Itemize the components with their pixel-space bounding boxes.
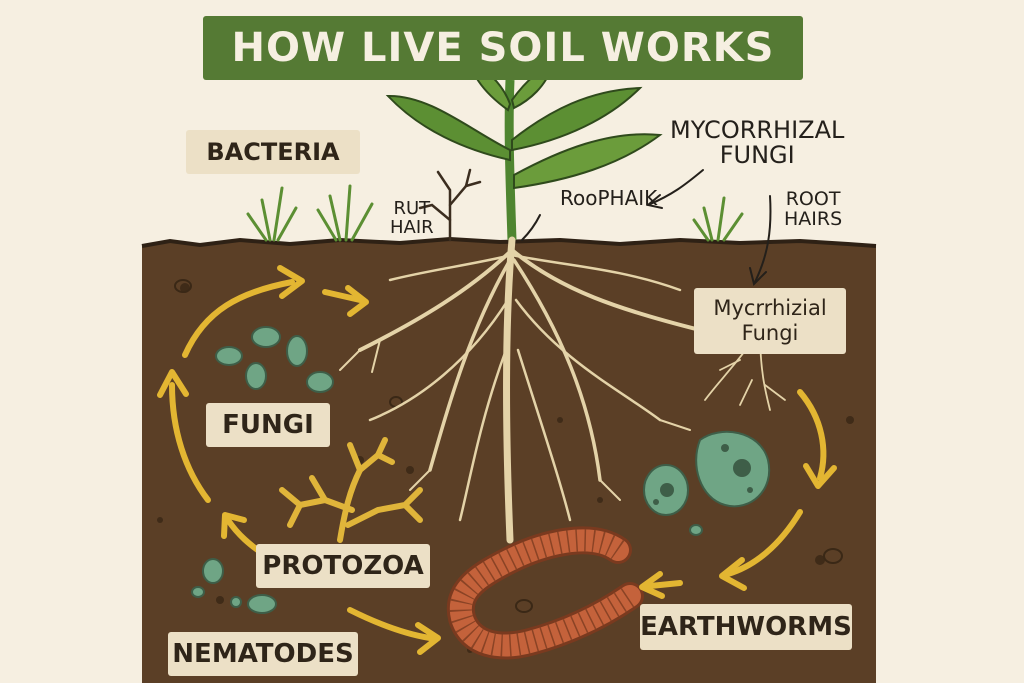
annotation-mycorrhizal-line1: MYCORRHIZAL	[670, 116, 845, 144]
diagram-title: HOW LIVE SOIL WORKS	[203, 16, 803, 80]
microbe-nuclei	[653, 444, 753, 505]
soil-surface-line	[141, 236, 877, 248]
annotation-root-hairs-line2: HAIRS	[784, 207, 843, 230]
fungi-hyphae-icon	[279, 437, 423, 543]
annotation-mycorrhizal-fungi: MYCORRHIZAL FUNGI	[670, 116, 845, 170]
grass-icon	[246, 184, 744, 242]
annotation-rut-hair-line2: HAIR	[390, 216, 434, 238]
label-mycorrhizal-line1: Mycrrhizial	[713, 295, 827, 320]
twig-icon	[418, 168, 482, 242]
annotation-root-hairs-line1: ROOT	[785, 188, 841, 210]
plant-roots	[339, 236, 741, 544]
label-fungi: FUNGI	[206, 403, 330, 447]
cycle-arrow-icon	[157, 265, 837, 655]
label-mycorrhizal-fungi: Mycrrhizial Fungi	[694, 288, 846, 354]
label-earthworms: EARTHWORMS	[640, 604, 852, 650]
label-bacteria: BACTERIA	[186, 130, 360, 174]
annotation-rut-hair: RUT HAIR	[390, 198, 434, 238]
annotation-root-hairs: ROOT HAIRS	[784, 188, 843, 230]
annotation-roophaik: RooPHAIK	[560, 186, 658, 210]
annotation-rut-hair-line1: RUT	[393, 198, 431, 219]
annotation-mycorrhizal-line2: FUNGI	[719, 141, 795, 170]
label-protozoa: PROTOZOA	[256, 544, 430, 588]
label-nematodes: NEMATODES	[168, 632, 358, 676]
earthworm-icon	[446, 526, 644, 660]
label-mycorrhizal-line2: Fungi	[741, 321, 799, 345]
annotation-lines	[521, 169, 772, 286]
